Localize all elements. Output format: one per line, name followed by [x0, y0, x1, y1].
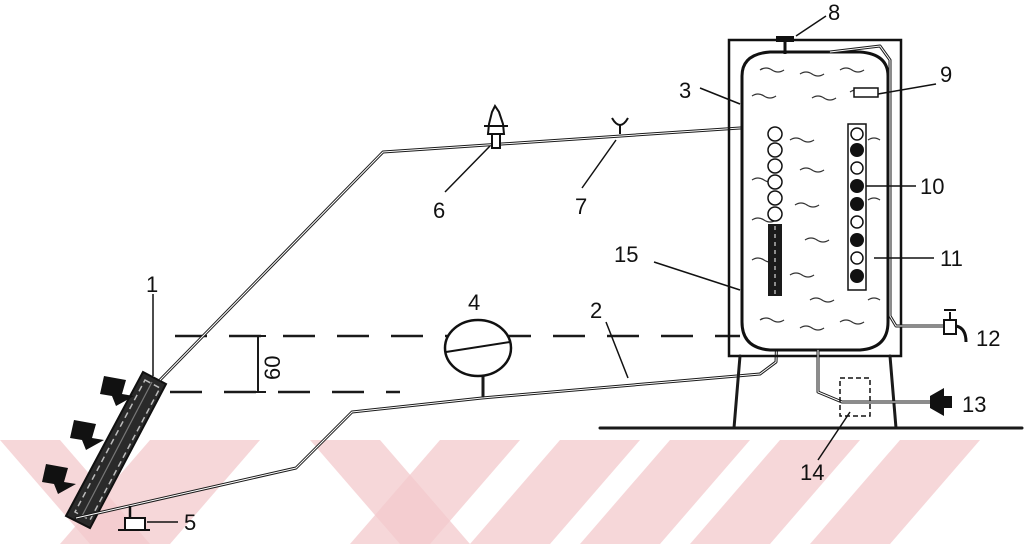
- label-14: 14: [800, 460, 824, 485]
- watermark: [0, 440, 980, 544]
- temperature-sensor: [853, 87, 879, 98]
- sun-radiation-arrows: [42, 376, 134, 494]
- label-11: 11: [940, 246, 963, 271]
- hot-water-outlet: [828, 44, 968, 343]
- heat-exchanger-coil: [767, 126, 783, 296]
- expansion-tank: [443, 318, 513, 398]
- component-labels: 1 2 3 4 5 6 7 8 9 10 11 12 13 14 15 60: [146, 0, 1000, 535]
- label-9: 9: [940, 62, 952, 87]
- label-6: 6: [433, 198, 445, 223]
- cold-return-pipe: [74, 298, 780, 520]
- cold-water-inlet: [816, 348, 952, 417]
- label-2: 2: [590, 298, 602, 323]
- label-10: 10: [920, 174, 944, 199]
- height-label: 60: [260, 356, 285, 380]
- label-4: 4: [468, 290, 480, 315]
- storage-tank-frame: [727, 38, 903, 430]
- label-5: 5: [184, 510, 196, 535]
- leader-lines: [147, 15, 937, 523]
- air-vent: [484, 104, 508, 149]
- valve-7: [611, 117, 629, 134]
- label-12: 12: [976, 326, 1000, 351]
- drain-valve: [118, 506, 150, 531]
- solar-collector: [64, 370, 168, 530]
- label-1: 1: [146, 272, 158, 297]
- label-3: 3: [679, 78, 691, 103]
- electric-heater: [847, 123, 867, 291]
- top-valve: [776, 36, 794, 54]
- label-8: 8: [828, 0, 840, 25]
- label-13: 13: [962, 392, 986, 417]
- label-15: 15: [614, 242, 638, 267]
- label-7: 7: [575, 194, 587, 219]
